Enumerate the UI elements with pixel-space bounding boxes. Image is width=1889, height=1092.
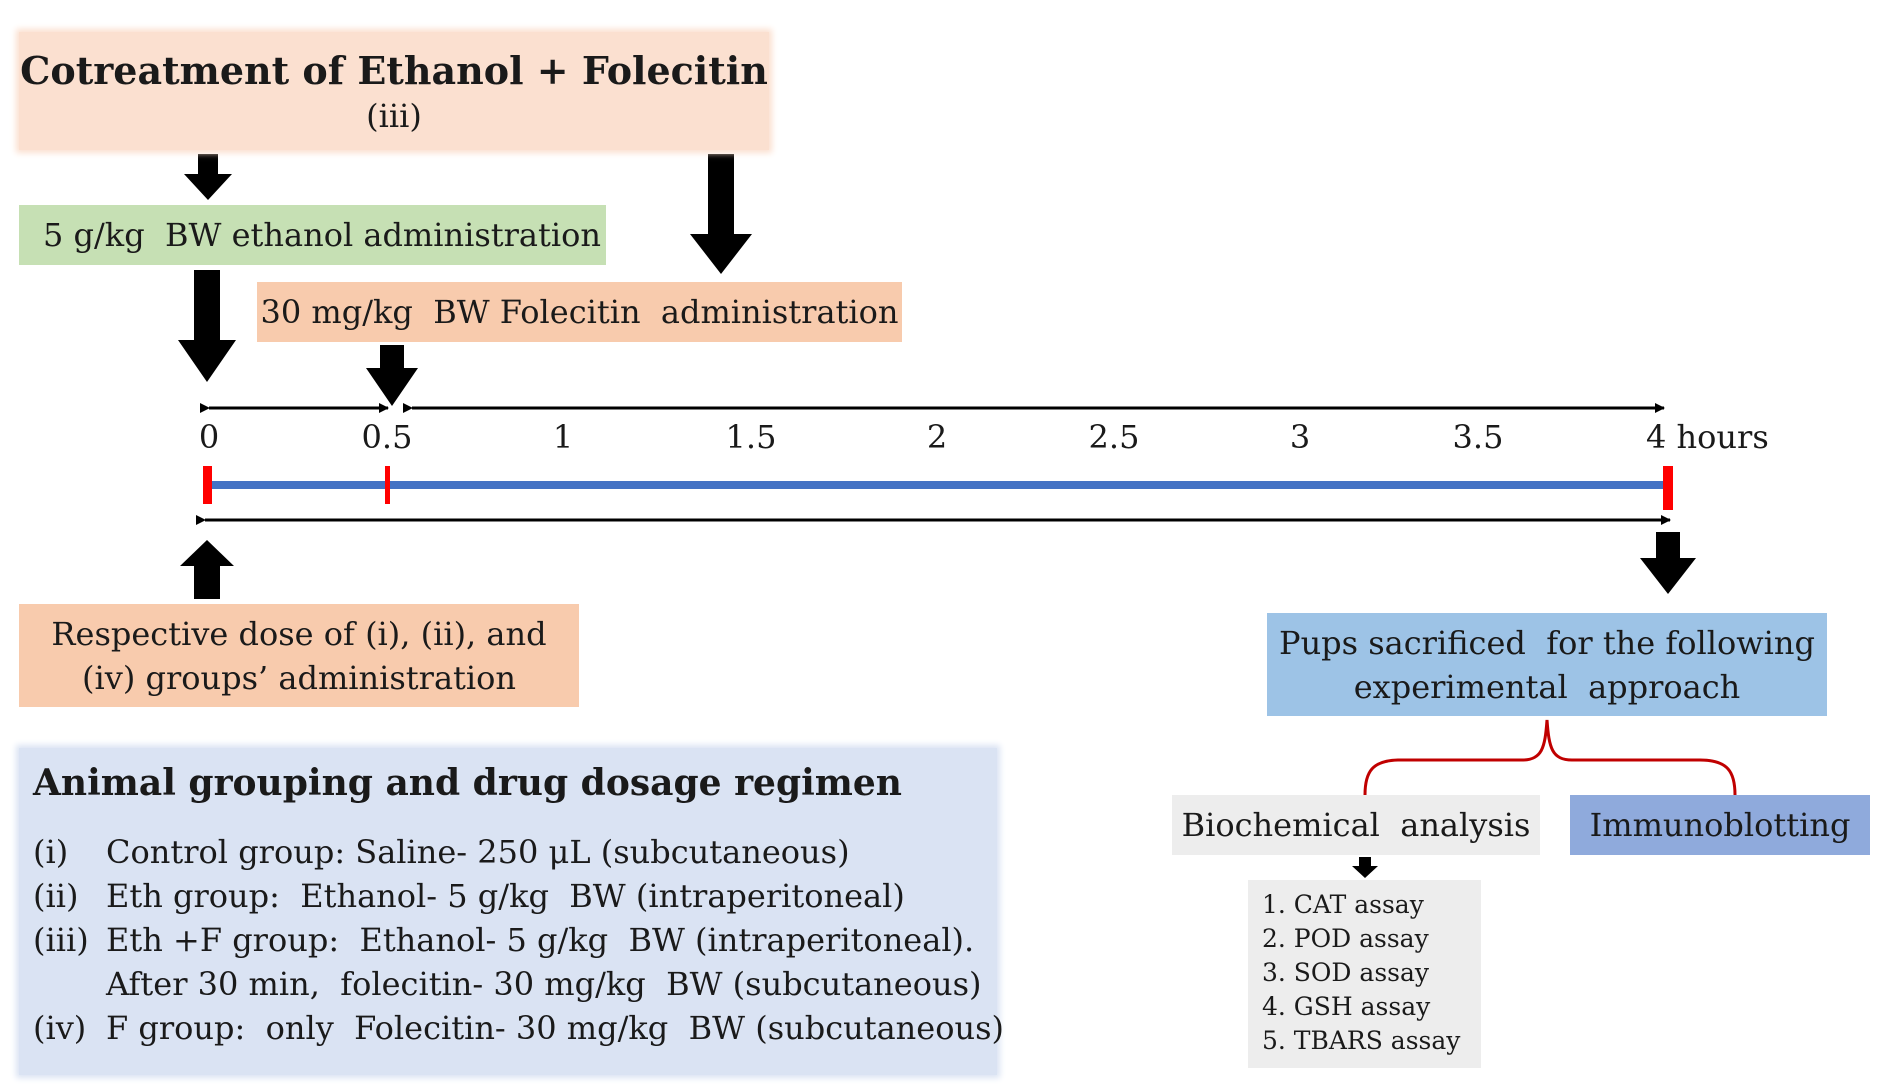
folecitin-administration-label: 30 mg/kg BW Folecitin administration [260, 293, 899, 331]
respective-dose-line1: Respective dose of (i), (ii), and [51, 614, 547, 653]
tick-label: 1 [552, 418, 574, 456]
group-row: (ii) Eth group: Ethanol- 5 g/kg BW (intr… [33, 874, 983, 918]
group-row: (iii) Eth +F group: Ethanol- 5 g/kg BW (… [33, 918, 983, 1006]
up-arrow-respective-to-timeline [180, 540, 234, 599]
group-number: (iv) [33, 1009, 87, 1047]
tick-label: 2.5 [1088, 418, 1140, 456]
cotreatment-subtitle: (iii) [366, 96, 422, 135]
timeline-marker-0.5 [385, 466, 390, 504]
respective-dose-line2: (iv) groups’ administration [82, 658, 516, 697]
timeline-marker-0 [203, 466, 212, 504]
tick-label: 1.5 [725, 418, 777, 456]
pups-line1: Pups sacrificed for the following [1279, 623, 1815, 662]
group-description: Eth group: Ethanol- 5 g/kg BW (intraperi… [106, 877, 905, 915]
down-arrow-timeline-to-pups [1640, 532, 1696, 594]
ethanol-administration-box: 5 g/kg BW ethanol administration [19, 205, 606, 265]
tick-label: 0 [198, 418, 220, 456]
group-number: (iii) [33, 921, 89, 959]
ethanol-administration-label: 5 g/kg BW ethanol administration [43, 216, 601, 254]
pups-sacrificed-box: Pups sacrificed for the following experi… [1267, 613, 1827, 716]
group-row: (i) Control group: Saline- 250 μL (subcu… [33, 830, 983, 874]
assay-item: 3. SOD assay [1262, 958, 1430, 987]
grouping-title: Animal grouping and drug dosage regimen [33, 762, 902, 804]
biochemical-analysis-box: Biochemical analysis [1172, 795, 1540, 855]
group-description: F group: only Folecitin- 30 mg/kg BW (su… [106, 1009, 1004, 1047]
assay-item: 2. POD assay [1262, 924, 1429, 953]
cotreatment-title: Cotreatment of Ethanol + Folecitin [20, 47, 768, 93]
down-arrow-folecitin-to-timeline [366, 345, 418, 406]
animal-grouping-box: Animal grouping and drug dosage regimen … [19, 748, 1004, 1075]
group-description: Eth +F group: Ethanol- 5 g/kg BW (intrap… [106, 921, 975, 959]
split-bracket [1363, 719, 1737, 796]
group-description: Control group: Saline- 250 μL (subcutane… [106, 833, 850, 871]
tick-label: 2 [926, 418, 948, 456]
group-number: (i) [33, 833, 69, 871]
assay-list-box: 1. CAT assay 2. POD assay 3. SOD assay 4… [1248, 880, 1481, 1068]
biochemical-analysis-label: Biochemical analysis [1181, 806, 1531, 844]
tick-label: 3.5 [1452, 418, 1504, 456]
timeline-marker-4 [1663, 466, 1673, 510]
folecitin-administration-box: 30 mg/kg BW Folecitin administration [257, 282, 902, 342]
immunoblotting-box: Immunoblotting [1570, 795, 1870, 855]
down-arrow-ethanol-to-timeline [178, 270, 236, 382]
group-description-continued: After 30 min, folecitin- 30 mg/kg BW (su… [106, 965, 982, 1003]
immunoblotting-label: Immunoblotting [1589, 806, 1851, 844]
group-number: (ii) [33, 877, 79, 915]
group-row: (iv) F group: only Folecitin- 30 mg/kg B… [33, 1006, 1004, 1050]
down-arrow-cotreat-to-folecitin [690, 154, 752, 274]
tick-label: 0.5 [361, 418, 413, 456]
cotreatment-box: Cotreatment of Ethanol + Folecitin (iii) [19, 32, 769, 150]
assay-item: 5. TBARS assay [1262, 1026, 1461, 1055]
tick-label: 3 [1289, 418, 1311, 456]
tick-label: 4 hours [1646, 418, 1769, 456]
down-arrow-biochem-to-assays [1352, 857, 1378, 878]
down-arrow-cotreat-to-ethanol [184, 154, 232, 200]
pups-line2: experimental approach [1353, 667, 1741, 706]
respective-dose-box: Respective dose of (i), (ii), and (iv) g… [19, 604, 579, 707]
assay-item: 1. CAT assay [1262, 890, 1424, 919]
assay-item: 4. GSH assay [1262, 992, 1431, 1021]
